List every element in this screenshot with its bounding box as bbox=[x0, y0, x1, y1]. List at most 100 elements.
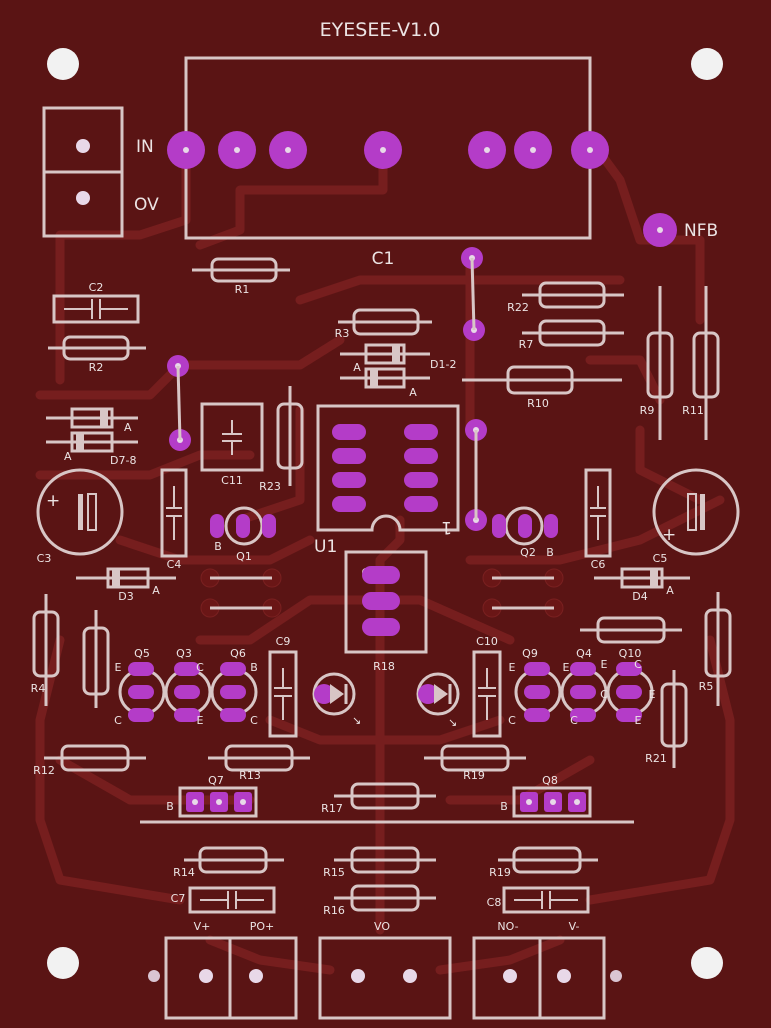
svg-text:E: E bbox=[635, 714, 642, 727]
resistor-r17: R17 bbox=[321, 782, 436, 815]
resistor-r14: R14 bbox=[173, 846, 284, 879]
diode-d3: D3 A bbox=[76, 567, 176, 603]
svg-text:V-: V- bbox=[569, 920, 580, 933]
trimmer-r18: R18 bbox=[344, 550, 428, 673]
resistor-r-right-horizontal bbox=[580, 616, 682, 644]
svg-text:R2: R2 bbox=[89, 361, 104, 374]
svg-text:C2: C2 bbox=[89, 281, 104, 294]
connector-power-negative: NO- V- bbox=[472, 920, 622, 1020]
svg-text:A: A bbox=[64, 450, 72, 463]
transistors-q5-q3-q6: Q5 Q3 Q6 E C C E B C bbox=[114, 647, 258, 727]
resistor-r11: R11 bbox=[682, 286, 720, 440]
svg-text:C: C bbox=[570, 714, 578, 727]
svg-text:A: A bbox=[666, 584, 674, 597]
capacitor-c11: C11 bbox=[200, 402, 264, 487]
capacitor-c4: C4 bbox=[160, 468, 188, 571]
ic-u1: U1 1 bbox=[314, 404, 460, 557]
c1-pads bbox=[167, 131, 609, 169]
svg-text:C4: C4 bbox=[167, 558, 182, 571]
resistor-r5: R5 bbox=[699, 592, 732, 706]
svg-text:Q3: Q3 bbox=[176, 647, 192, 660]
svg-text:R11: R11 bbox=[682, 404, 704, 417]
svg-text:R5: R5 bbox=[699, 680, 714, 693]
svg-text:A: A bbox=[409, 386, 417, 399]
svg-text:E: E bbox=[115, 661, 122, 674]
svg-text:R12: R12 bbox=[33, 764, 55, 777]
svg-text:↘: ↘ bbox=[352, 714, 361, 727]
diodes-d1-d2: A A D1-2 bbox=[340, 343, 456, 399]
connector-power-positive: V+ PO+ bbox=[148, 920, 298, 1020]
svg-text:R23: R23 bbox=[259, 480, 281, 493]
svg-text:Q8: Q8 bbox=[542, 774, 558, 787]
svg-text:D7-8: D7-8 bbox=[110, 454, 136, 467]
svg-text:C3: C3 bbox=[37, 552, 52, 565]
svg-text:NO-: NO- bbox=[497, 920, 518, 933]
svg-text:1: 1 bbox=[441, 517, 452, 537]
svg-text:R1: R1 bbox=[235, 283, 250, 296]
resistor-r13: R13 bbox=[208, 744, 310, 782]
svg-text:VO: VO bbox=[374, 920, 390, 933]
resistor-r1: R1 bbox=[192, 257, 290, 296]
svg-text:C10: C10 bbox=[476, 635, 498, 648]
link-pads bbox=[200, 568, 564, 618]
resistor-r-left-vertical bbox=[82, 610, 110, 708]
svg-text:R4: R4 bbox=[31, 682, 46, 695]
svg-text:A: A bbox=[353, 361, 361, 374]
mounting-hole-top-left bbox=[47, 48, 79, 80]
capacitor-c10: C10 bbox=[472, 635, 502, 738]
connector-output-vo: VO bbox=[318, 920, 452, 1020]
svg-text:Q6: Q6 bbox=[230, 647, 246, 660]
svg-text:R19: R19 bbox=[463, 769, 485, 782]
mounting-hole-top-right bbox=[691, 48, 723, 80]
svg-text:+: + bbox=[662, 525, 676, 545]
transistor-q8: Q8 B bbox=[500, 774, 592, 818]
in-label: IN bbox=[136, 137, 154, 157]
svg-text:C9: C9 bbox=[276, 635, 291, 648]
svg-text:R18: R18 bbox=[373, 660, 395, 673]
svg-text:R16: R16 bbox=[323, 904, 345, 917]
svg-text:C: C bbox=[600, 688, 608, 701]
svg-text:E: E bbox=[509, 661, 516, 674]
capacitor-c9: C9 bbox=[268, 635, 298, 738]
capacitor-c5: + C5 bbox=[652, 468, 740, 565]
svg-text:E: E bbox=[563, 661, 570, 674]
svg-text:PO+: PO+ bbox=[250, 920, 275, 933]
svg-text:R7: R7 bbox=[519, 338, 534, 351]
svg-text:Q4: Q4 bbox=[576, 647, 592, 660]
vias bbox=[167, 247, 487, 531]
svg-text:B: B bbox=[250, 661, 258, 674]
svg-text:R22: R22 bbox=[507, 301, 529, 314]
svg-text:D1-2: D1-2 bbox=[430, 358, 456, 371]
svg-text:C6: C6 bbox=[591, 558, 606, 571]
resistor-r9: R9 bbox=[640, 286, 674, 440]
mounting-hole-bottom-left bbox=[47, 947, 79, 979]
ov-label: OV bbox=[134, 195, 159, 215]
svg-text:B: B bbox=[546, 546, 554, 559]
capacitor-c8: C8 bbox=[487, 886, 590, 914]
svg-text:A: A bbox=[152, 584, 160, 597]
svg-text:C8: C8 bbox=[487, 896, 502, 909]
diode-d4: D4 A bbox=[594, 567, 690, 603]
svg-text:C11: C11 bbox=[221, 474, 243, 487]
capacitor-c2: C2 bbox=[52, 281, 140, 324]
led-right: ↘ bbox=[416, 672, 460, 729]
resistor-r7: R7 bbox=[519, 319, 624, 351]
svg-text:+: + bbox=[46, 491, 60, 511]
svg-text:R19: R19 bbox=[489, 866, 511, 879]
input-pin-in bbox=[76, 139, 90, 153]
svg-text:R13: R13 bbox=[239, 769, 261, 782]
diodes-d7-d8: A A D7-8 bbox=[46, 407, 138, 467]
resistor-r23: R23 bbox=[259, 386, 304, 493]
svg-text:Q1: Q1 bbox=[236, 550, 252, 563]
svg-text:B: B bbox=[166, 800, 174, 813]
svg-text:Q5: Q5 bbox=[134, 647, 150, 660]
transistor-q1: B Q1 bbox=[210, 506, 276, 563]
svg-text:R21: R21 bbox=[645, 752, 667, 765]
svg-text:A: A bbox=[124, 421, 132, 434]
resistor-r4: R4 bbox=[31, 594, 60, 706]
svg-text:U1: U1 bbox=[314, 537, 337, 557]
svg-text:E: E bbox=[601, 658, 608, 671]
resistor-r2: R2 bbox=[48, 335, 146, 374]
resistor-r22: R22 bbox=[507, 281, 624, 314]
